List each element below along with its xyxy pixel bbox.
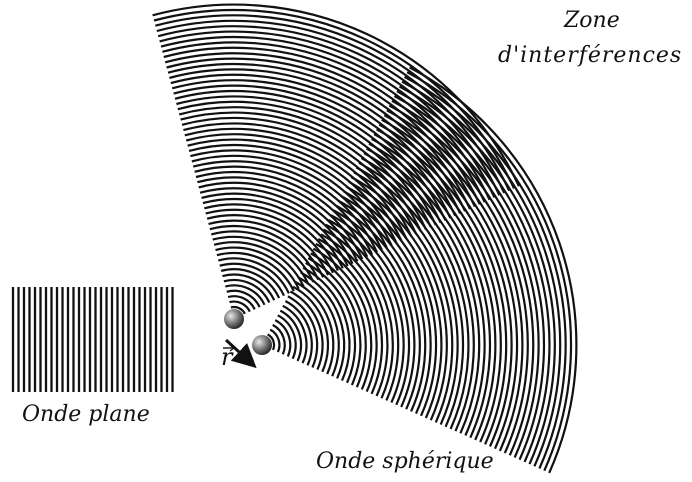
plane-wave-label: Onde plane xyxy=(22,402,150,427)
spherical-wave-label: Onde sphérique xyxy=(316,449,494,474)
plane-wave-stripes xyxy=(13,287,173,392)
vector-label: r xyxy=(221,343,232,371)
wavefront-arc-source-2 xyxy=(270,330,279,353)
zone-label-line2: d'interférences xyxy=(498,43,682,68)
zone-label-line1: Zone xyxy=(564,8,620,33)
wavefront-arc-source-2 xyxy=(290,292,322,370)
source-ball-2 xyxy=(252,335,272,355)
source-ball-1 xyxy=(224,309,244,329)
